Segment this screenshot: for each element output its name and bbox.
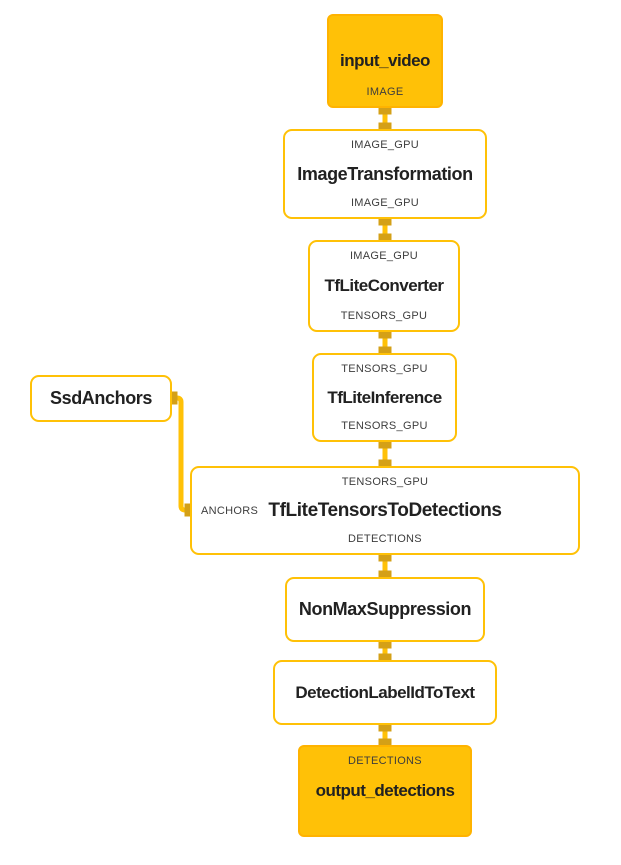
output-port-label: DETECTIONS [348,533,422,545]
input-port-label: DETECTIONS [348,755,422,767]
node-title: input_video [340,51,430,70]
node-tflite-converter[interactable]: IMAGE_GPU TfLiteConverter TENSORS_GPU [308,240,460,332]
node-title: TfLiteConverter [324,276,444,295]
node-title: TfLiteInference [327,387,442,407]
node-title: ImageTransformation [297,163,473,184]
node-non-max-suppression[interactable]: NonMaxSuppression [285,577,485,642]
input-port-label: IMAGE_GPU [349,250,419,262]
input-port-label: IMAGE_GPU [350,139,420,151]
side-port-label-anchors: ANCHORS [201,504,259,517]
input-port-label: TENSORS_GPU [341,476,429,488]
node-title: SsdAnchors [49,388,153,408]
node-title: TfLiteTensorsToDetections [268,499,502,521]
output-port-label: TENSORS_GPU [340,310,428,322]
node-output-detections[interactable]: DETECTIONS output_detections [298,745,472,837]
node-title: DetectionLabelIdToText [295,682,475,702]
node-title: output_detections [315,781,455,800]
edge-ssd-anchors-to-anchors-port [171,395,191,513]
output-port-label: IMAGE [366,86,404,98]
node-input-video[interactable]: input_video IMAGE [327,14,443,108]
node-title: NonMaxSuppression [298,599,472,619]
node-tflite-inference[interactable]: TENSORS_GPU TfLiteInference TENSORS_GPU [312,353,457,442]
node-detection-label-id-to-text[interactable]: DetectionLabelIdToText [273,660,497,725]
output-port-label: TENSORS_GPU [341,420,428,432]
node-image-transformation[interactable]: IMAGE_GPU ImageTransformation IMAGE_GPU [283,129,487,219]
node-tflite-tensors-to-detections[interactable]: TENSORS_GPU ANCHORS TfLiteTensorsToDetec… [190,466,580,555]
node-ssd-anchors[interactable]: SsdAnchors [30,375,172,422]
input-port-label: TENSORS_GPU [341,363,428,375]
output-port-label: IMAGE_GPU [350,197,420,209]
